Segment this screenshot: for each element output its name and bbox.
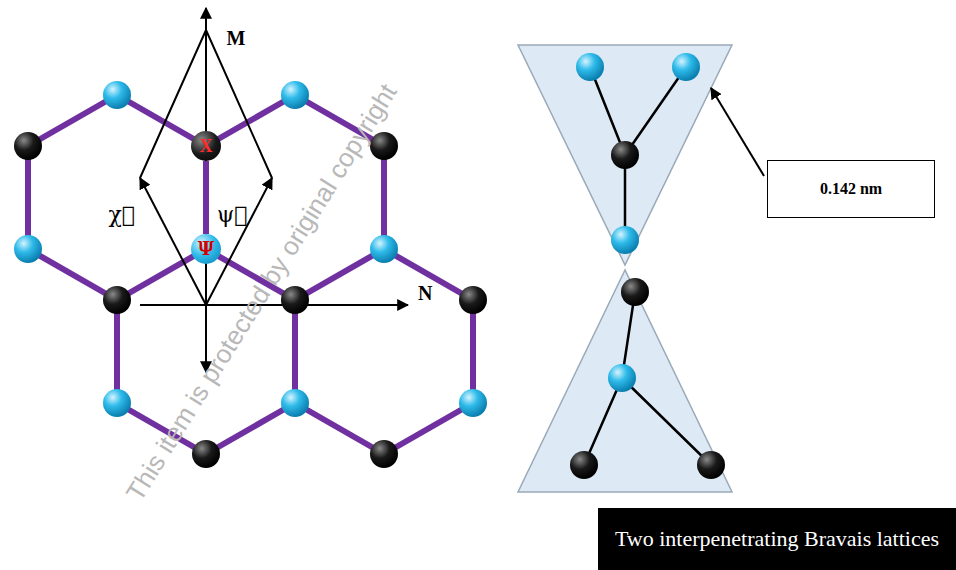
blue-atom (103, 81, 131, 109)
sublattice-triangle (518, 270, 732, 492)
blue-atom (576, 53, 604, 81)
black-atom (370, 132, 398, 160)
atom-label: Ψ (198, 240, 214, 258)
axis-label: N (418, 282, 432, 305)
labeled-atom: X (191, 131, 221, 161)
black-atom (621, 278, 649, 306)
triangle-bonds (584, 67, 711, 465)
banner-text: Two interpenetrating Bravais lattices (615, 526, 939, 551)
bond (203, 161, 209, 234)
blue-atom (281, 81, 309, 109)
dimension-box: 0.142 nm (767, 160, 935, 218)
sublattice-triangle (518, 45, 732, 265)
black-atom (370, 440, 398, 468)
vector-label: ψ⃗ (217, 202, 247, 227)
atom-label: X (200, 137, 213, 155)
dimension-text: 0.142 nm (820, 180, 882, 198)
black-atom (570, 451, 598, 479)
blue-atom (281, 389, 309, 417)
leader-arrow (711, 88, 764, 176)
blue-atom (611, 226, 639, 254)
unit-cell-outline (140, 30, 272, 178)
vector-label: χ⃗ (109, 202, 136, 227)
axis-arrow (140, 304, 408, 306)
black-atom (611, 141, 639, 169)
blue-atom (14, 235, 42, 263)
black-atom (192, 440, 220, 468)
caption-banner: Two interpenetrating Bravais lattices (598, 508, 956, 570)
black-atom (281, 286, 309, 314)
black-atom (459, 286, 487, 314)
blue-atom (459, 389, 487, 417)
watermark: This item is protected by original copyr… (120, 78, 404, 506)
black-atom (14, 132, 42, 160)
blue-atom (370, 235, 398, 263)
axis-arrow (205, 8, 207, 372)
blue-atom (103, 389, 131, 417)
blue-atom (672, 53, 700, 81)
axis-label: M (227, 27, 246, 50)
labeled-atom: Ψ (191, 234, 221, 264)
blue-atom (608, 364, 636, 392)
bond-network (28, 95, 473, 454)
black-atom (103, 286, 131, 314)
black-atom (697, 451, 725, 479)
